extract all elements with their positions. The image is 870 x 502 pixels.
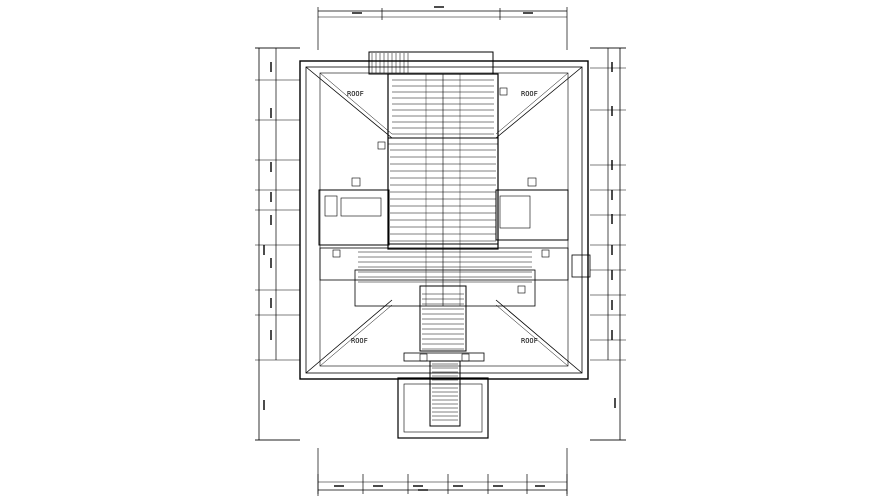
bottom-dimension-chain (317, 448, 568, 496)
roof-label-bottom-left: ROOF (351, 337, 368, 345)
roof-label-top-right: ROOF (521, 90, 538, 98)
left-dimension-chain (255, 47, 300, 441)
front-porch-stairs (397, 285, 489, 439)
right-dimension-chain (590, 47, 626, 441)
dimension-text-marks (263, 6, 616, 491)
roof-framing-rafters (358, 73, 532, 306)
building-outline (299, 51, 591, 380)
roof-label-bottom-right: ROOF (521, 337, 538, 345)
roof-label-top-left: ROOF (347, 90, 364, 98)
grid-tags (332, 87, 550, 362)
top-dimension-chain (317, 7, 568, 50)
